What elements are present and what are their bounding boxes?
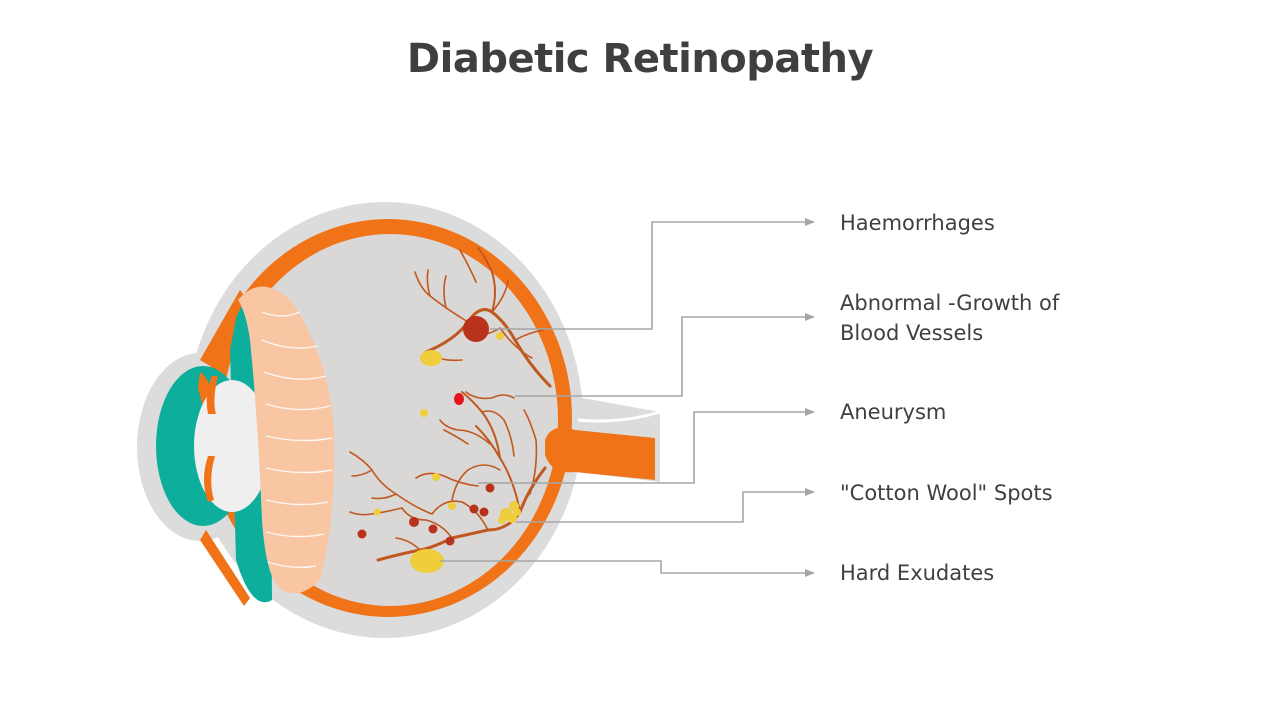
- label-abnormal-growth-line1: Abnormal -Growth of: [840, 291, 1060, 315]
- optic-nerve: [545, 410, 661, 500]
- exudate-dot: [420, 409, 428, 417]
- label-haemorrhages: Haemorrhages: [840, 211, 995, 235]
- label-abnormal-growth-line2: Blood Vessels: [840, 321, 984, 345]
- label-hard-exudates: Hard Exudates: [840, 561, 995, 585]
- haemorrhage-spot: [463, 316, 489, 342]
- lens: [238, 286, 335, 594]
- exudate-dot: [448, 502, 456, 510]
- leader-lines: [440, 218, 815, 577]
- label-aneurysm: Aneurysm: [840, 400, 947, 424]
- label-cotton-wool-spots: "Cotton Wool" Spots: [840, 481, 1053, 505]
- hard-exudate-spot: [410, 549, 444, 573]
- exudate-dot: [432, 473, 440, 481]
- exudate-dot: [373, 508, 381, 516]
- exudate-dot: [496, 332, 504, 340]
- aneurysm-spot: [454, 393, 464, 405]
- lesions: [357, 316, 521, 573]
- cotton-wool-spots: [498, 501, 521, 524]
- blood-vessels: [349, 247, 552, 562]
- exudate-spot: [420, 350, 442, 366]
- red-dots: [357, 483, 495, 546]
- page-title: Diabetic Retinopathy: [406, 36, 874, 82]
